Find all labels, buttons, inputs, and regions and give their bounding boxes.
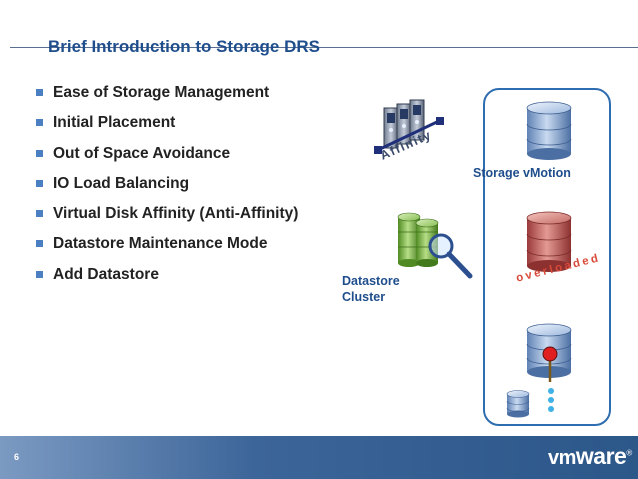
bullet-text: Ease of Storage Management	[53, 84, 270, 101]
footer-bar: 6 vmware®	[0, 436, 638, 479]
bullet-square-icon	[36, 270, 43, 278]
bullet-square-icon	[36, 179, 43, 187]
bullet-item: IO Load Balancing	[36, 173, 298, 203]
bullet-text: Out of Space Avoidance	[53, 144, 231, 162]
bullet-square-icon	[36, 119, 43, 127]
bullet-text: Add Datastore	[53, 265, 159, 283]
bullet-square-icon	[36, 89, 43, 96]
storage-vmotion-label: Storage vMotion	[473, 166, 571, 180]
bullet-text: Initial Placement	[53, 114, 176, 132]
datastore-disk-small-icon	[506, 390, 530, 418]
bullet-item: Ease of Storage Management	[36, 82, 298, 112]
bullet-text: Virtual Disk Affinity (Anti-Affinity)	[53, 205, 299, 223]
logo-vm: vm	[548, 447, 576, 469]
logo-registered: ®	[626, 448, 632, 458]
bullet-square-icon	[36, 149, 43, 157]
logo-ware: ware	[575, 443, 627, 469]
affinity-rule-icon	[374, 117, 444, 154]
datastore-cluster-label: Datastore Cluster	[342, 273, 400, 305]
vmware-logo: vmware®	[548, 443, 632, 470]
bullet-text: Datastore Maintenance Mode	[53, 235, 268, 253]
datastore-cluster-label-line1: Datastore	[342, 274, 400, 288]
virtual-machine-icon	[383, 99, 425, 149]
bullet-item: Add Datastore	[36, 264, 298, 294]
page-number: 6	[14, 452, 20, 462]
magnifier-icon	[428, 233, 473, 279]
datastore-cluster-label-line2: Cluster	[342, 290, 386, 304]
bullet-item: Out of Space Avoidance	[36, 143, 298, 173]
title-rule	[10, 47, 638, 48]
datastore-disk-overloaded-icon	[526, 211, 572, 272]
maintenance-pin-icon	[542, 346, 558, 382]
bullet-item: Initial Placement	[36, 112, 298, 142]
bullet-list: Ease of Storage Management Initial Place…	[36, 82, 298, 294]
bullet-square-icon	[36, 210, 43, 218]
more-dots-icon	[548, 388, 554, 412]
bullet-text: IO Load Balancing	[53, 174, 190, 192]
datastore-disk-blue-icon	[526, 101, 572, 160]
bullet-item: Datastore Maintenance Mode	[36, 233, 298, 263]
bullet-square-icon	[36, 240, 43, 248]
slide-title: Brief Introduction to Storage DRS	[48, 37, 320, 56]
bullet-item: Virtual Disk Affinity (Anti-Affinity)	[36, 203, 298, 233]
